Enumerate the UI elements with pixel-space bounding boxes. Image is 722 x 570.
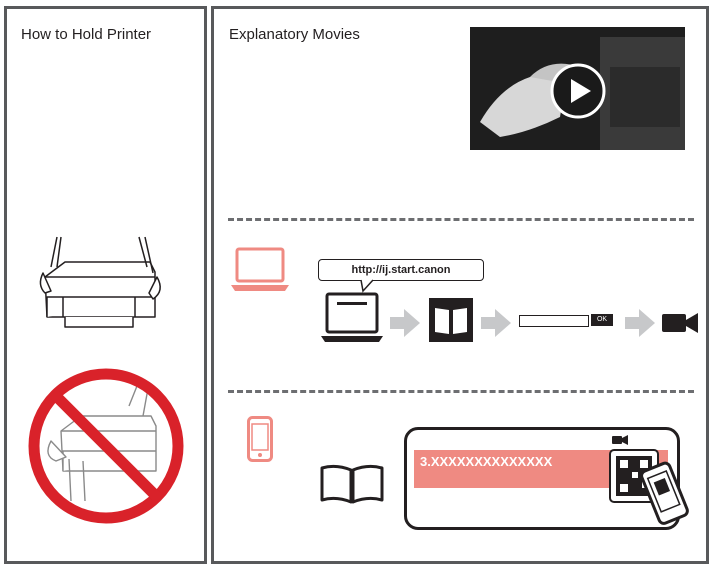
explanatory-movies-panel: Explanatory Movies http://ij.start.canon xyxy=(211,6,709,564)
printer-wrong-hold-illustration xyxy=(28,368,184,524)
panel-title-explanatory-movies: Explanatory Movies xyxy=(229,26,360,43)
arrow-right-icon xyxy=(481,309,511,337)
smartphone-icon xyxy=(247,416,273,462)
laptop-icon xyxy=(231,247,289,291)
section-divider xyxy=(228,390,694,393)
computer-icon xyxy=(321,292,383,342)
play-icon[interactable] xyxy=(550,63,606,119)
panel-title-hold-printer: How to Hold Printer xyxy=(21,26,152,43)
ok-button[interactable]: OK xyxy=(591,314,613,326)
manual-book-icon xyxy=(429,298,473,342)
section-divider xyxy=(228,218,694,221)
arrow-right-icon xyxy=(625,309,655,337)
printer-correct-hold-illustration xyxy=(39,236,161,328)
url-callout-pointer xyxy=(360,279,374,293)
video-thumbnail[interactable] xyxy=(470,27,685,150)
code-input-field[interactable] xyxy=(519,315,589,327)
manual-book-icon xyxy=(320,464,384,504)
hold-printer-panel: How to Hold Printer xyxy=(4,6,207,564)
qr-scan-icon[interactable] xyxy=(608,434,694,526)
video-camera-icon xyxy=(662,313,698,333)
arrow-right-icon xyxy=(390,309,420,337)
url-label[interactable]: http://ij.start.canon xyxy=(318,259,484,281)
